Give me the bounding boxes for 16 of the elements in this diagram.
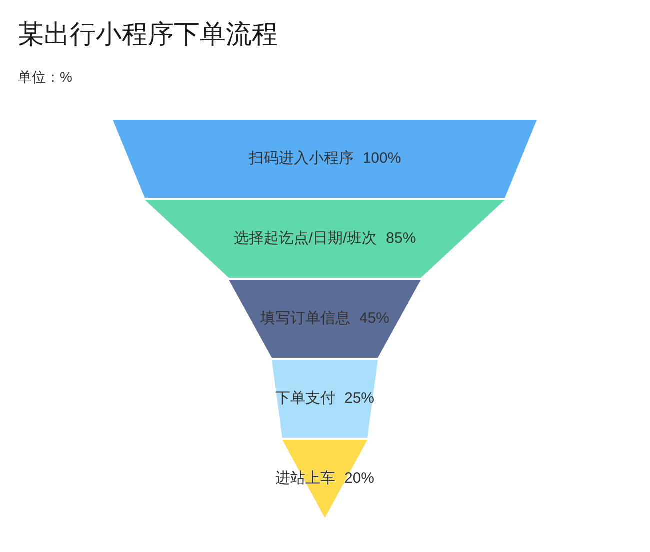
- funnel-band: [229, 280, 421, 358]
- funnel-band: [113, 120, 537, 198]
- stage-label: 进站上车: [275, 470, 336, 488]
- percent-label: 20%: [344, 470, 375, 488]
- percent-label: 85%: [386, 230, 416, 248]
- percent-label: 45%: [359, 310, 390, 328]
- funnel-band: [272, 360, 378, 438]
- stage-label: 填写订单信息: [260, 310, 350, 328]
- funnel-band: [145, 200, 505, 278]
- chart-title: 某出行小程序下单流程: [18, 18, 278, 51]
- percent-label: 25%: [344, 390, 375, 408]
- stage-label: 选择起讫点/日期/班次: [234, 230, 378, 248]
- stage-label: 下单支付: [275, 390, 336, 408]
- stage-label: 扫码进入小程序: [248, 150, 354, 168]
- unit-note: 单位：%: [18, 68, 72, 86]
- percent-label: 100%: [362, 150, 402, 168]
